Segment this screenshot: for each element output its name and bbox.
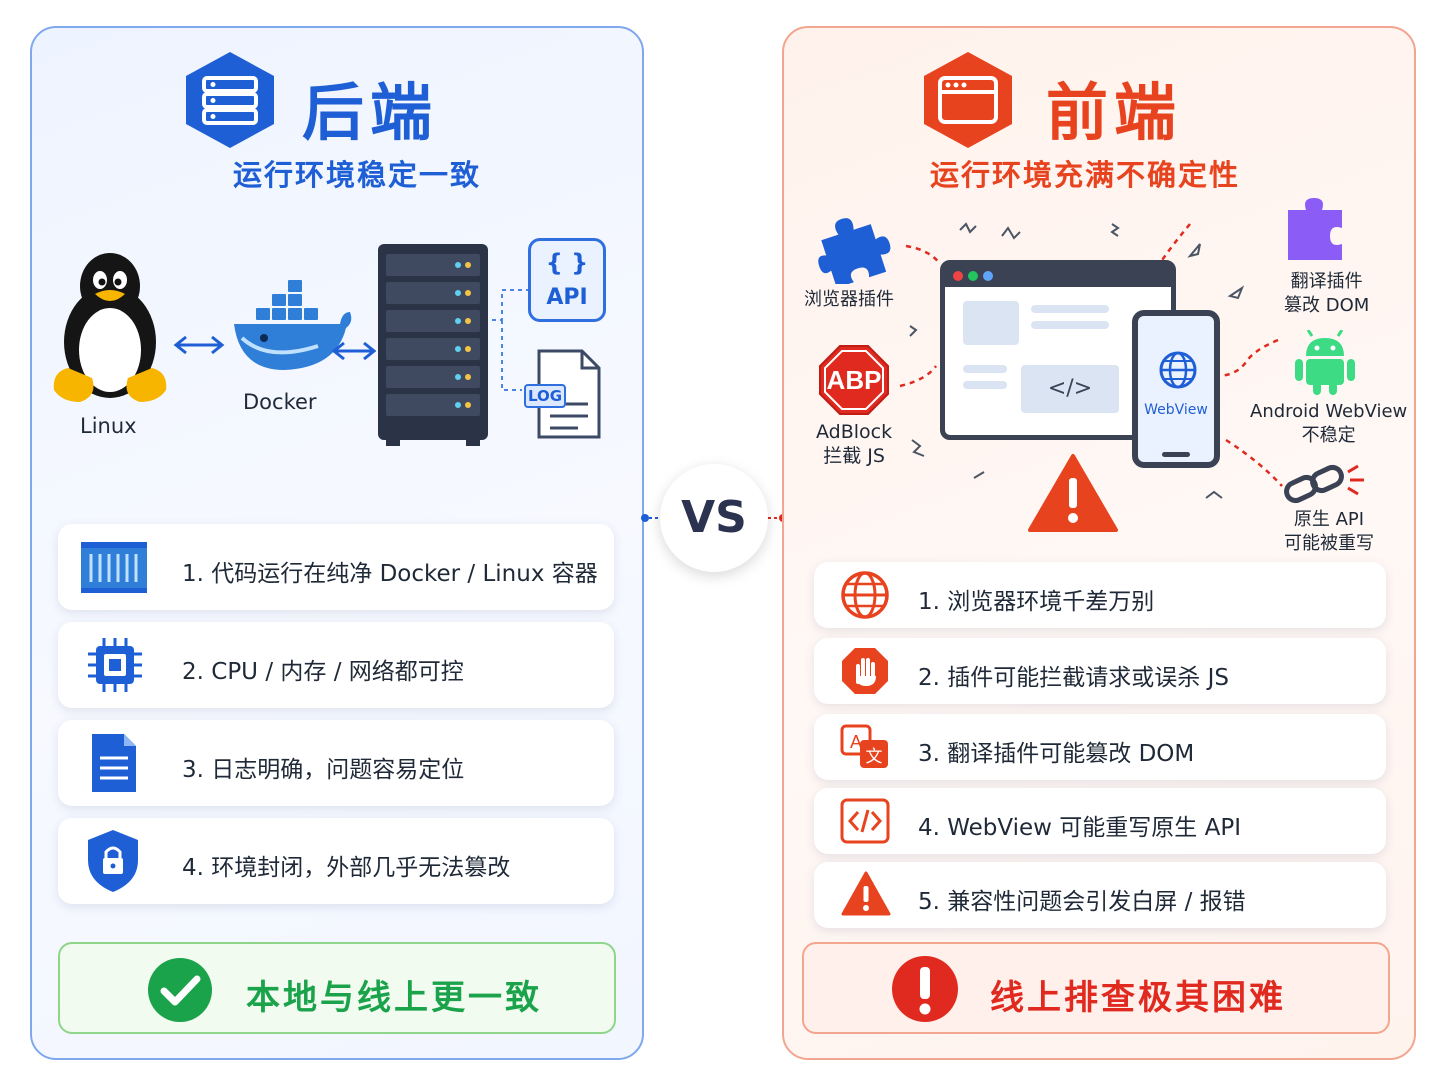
backend-item-text: 4. 环境封闭，外部几乎无法篡改 [182, 855, 511, 881]
log-file: LOG [524, 348, 604, 440]
code-block: </> [1021, 365, 1119, 413]
android-webview-label: Android WebView 不稳定 [1250, 400, 1407, 448]
svg-text:A: A [850, 732, 862, 752]
frontend-item-1: 1. 浏览器环境千差万别 [814, 562, 1386, 628]
warning-triangle-icon [1028, 454, 1118, 532]
server-hexagon-icon [186, 52, 274, 148]
backend-title: 后端 [302, 76, 439, 149]
android-label-line1: Android WebView [1250, 401, 1408, 422]
broken-link-icon [1284, 464, 1364, 504]
vs-label: VS [681, 492, 747, 543]
frontend-item-text: 3. 翻译插件可能篡改 DOM [918, 741, 1195, 767]
docker-label: Docker [243, 390, 317, 414]
backend-conclusion: 本地与线上更一致 [246, 978, 542, 1018]
backend-item-text: 2. CPU / 内存 / 网络都可控 [182, 659, 464, 685]
warning-icon [841, 871, 891, 916]
content-block [963, 301, 1019, 345]
cpu-chip-icon [88, 638, 142, 692]
content-line [1031, 305, 1109, 313]
content-line [963, 365, 1007, 373]
api-box: { } API [528, 238, 606, 322]
frontend-conclusion-banner: 线上排查极其困难 [802, 942, 1390, 1034]
vs-badge: VS [660, 464, 768, 572]
native-label-line1: 原生 API [1293, 509, 1365, 530]
native-label-line2: 可能被重写 [1284, 533, 1374, 554]
backend-item-4: 4. 环境封闭，外部几乎无法篡改 [58, 818, 614, 904]
shield-lock-icon [88, 830, 138, 892]
container-icon [81, 542, 147, 593]
frontend-title: 前端 [1046, 76, 1183, 149]
adblock-icon: ABP [819, 345, 889, 415]
backend-item-1: 1. 代码运行在纯净 Docker / Linux 容器 [58, 524, 614, 610]
backend-item-text: 1. 代码运行在纯净 Docker / Linux 容器 [182, 561, 598, 587]
frontend-subtitle: 运行环境充满不确定性 [930, 158, 1241, 192]
frontend-item-5: 5. 兼容性问题会引发白屏 / 报错 [814, 862, 1386, 928]
adblock-label-line1: AdBlock [816, 421, 893, 443]
exclamation-circle-icon [892, 956, 958, 1022]
translate-label-line2: 篡改 DOM [1284, 295, 1370, 316]
browser-titlebar [945, 265, 1171, 287]
api-label: API [546, 285, 588, 310]
frontend-item-3: A 文 3. 翻译插件可能篡改 DOM [814, 714, 1386, 780]
frontend-item-text: 5. 兼容性问题会引发白屏 / 报错 [918, 889, 1246, 915]
adblock-label: AdBlock 拦截 JS [816, 420, 892, 468]
log-label: LOG [524, 384, 566, 408]
frontend-item-text: 1. 浏览器环境千差万别 [918, 589, 1155, 615]
backend-conclusion-banner: 本地与线上更一致 [58, 942, 616, 1034]
phone-device: WebView [1132, 310, 1220, 468]
frontend-item-text: 2. 插件可能拦截请求或误杀 JS [918, 665, 1229, 691]
globe-icon [841, 571, 889, 619]
backend-item-text: 3. 日志明确，问题容易定位 [182, 757, 465, 783]
docker-whale-icon [234, 280, 352, 370]
svg-text:文: 文 [866, 747, 883, 767]
window-dot-green [968, 271, 978, 281]
frontend-item-2: 2. 插件可能拦截请求或误杀 JS [814, 638, 1386, 704]
content-line [1031, 321, 1109, 329]
android-icon [1295, 330, 1355, 395]
document-icon [537, 349, 601, 439]
translate-plugin-label: 翻译插件 篡改 DOM [1284, 270, 1369, 318]
check-circle-icon [148, 958, 212, 1022]
window-dot-blue [983, 271, 993, 281]
phone-home-bar [1162, 452, 1190, 457]
backend-subtitle: 运行环境稳定一致 [233, 158, 482, 192]
server-rack-icon [378, 244, 488, 446]
frontend-conclusion: 线上排查极其困难 [990, 978, 1286, 1018]
api-braces: { } [545, 249, 589, 277]
backend-item-3: 3. 日志明确，问题容易定位 [58, 720, 614, 806]
interference-links [899, 222, 1283, 499]
document-icon [92, 734, 136, 792]
puzzle-piece-icon [818, 218, 891, 284]
window-dot-red [953, 271, 963, 281]
globe-icon [1159, 351, 1197, 389]
browser-window: </> [940, 260, 1176, 440]
content-line [963, 381, 1007, 389]
linux-label: Linux [80, 414, 137, 438]
code-icon [840, 798, 890, 844]
stop-hand-icon [842, 648, 888, 694]
translate-label-line1: 翻译插件 [1290, 271, 1363, 292]
dashed-connector [492, 289, 528, 391]
native-api-label: 原生 API 可能被重写 [1284, 508, 1374, 556]
translate-icon: A 文 [840, 724, 888, 768]
webview-label: WebView [1144, 402, 1208, 418]
backend-item-2: 2. CPU / 内存 / 网络都可控 [58, 622, 614, 708]
adblock-label-line2: 拦截 JS [823, 445, 885, 467]
linux-penguin-icon [53, 253, 167, 402]
translate-plugin-icon [1288, 198, 1342, 260]
abp-badge-text: ABP [827, 365, 882, 395]
browser-hexagon-icon [924, 52, 1012, 148]
browser-extension-label: 浏览器插件 [804, 289, 894, 310]
double-arrow-icon [332, 341, 376, 361]
frontend-item-text: 4. WebView 可能重写原生 API [918, 815, 1241, 841]
frontend-item-4: 4. WebView 可能重写原生 API [814, 788, 1386, 854]
double-arrow-icon [173, 335, 225, 355]
vs-connector [641, 514, 787, 522]
android-label-line2: 不稳定 [1301, 425, 1356, 446]
